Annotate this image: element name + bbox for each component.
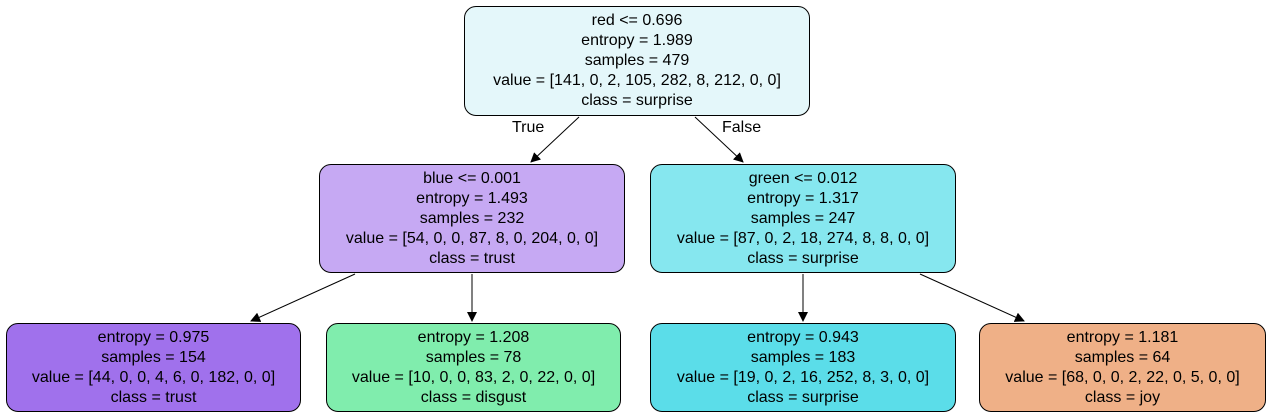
tree-node-root: red <= 0.696 entropy = 1.989 samples = 4… <box>464 6 810 116</box>
node-samples: samples = 183 <box>750 348 856 366</box>
node-entropy: entropy = 0.975 <box>97 328 210 346</box>
edge-left-leftleft <box>250 273 356 322</box>
edge-root-left <box>530 116 580 163</box>
tree-leaf-left-right: entropy = 1.208 samples = 78 value = [10… <box>326 323 621 412</box>
node-class: class = surprise <box>581 92 693 109</box>
node-value: value = [141, 0, 2, 105, 282, 8, 212, 0,… <box>493 72 781 89</box>
node-value: value = [19, 0, 2, 16, 252, 8, 3, 0, 0] <box>676 368 930 386</box>
node-class: class = joy <box>1084 388 1161 406</box>
tree-leaf-right-right: entropy = 1.181 samples = 64 value = [68… <box>979 323 1266 412</box>
node-entropy: entropy = 1.989 <box>581 32 693 49</box>
node-class: class = trust <box>429 249 515 267</box>
node-entropy: entropy = 0.943 <box>747 328 859 346</box>
node-entropy: entropy = 1.317 <box>747 189 859 207</box>
node-samples: samples = 64 <box>1074 348 1171 366</box>
tree-node-right: green <= 0.012 entropy = 1.317 samples =… <box>650 164 956 273</box>
node-value: value = [68, 0, 0, 2, 22, 0, 5, 0, 0] <box>1005 368 1240 386</box>
edge-right-rightright <box>919 273 1025 322</box>
tree-node-left: blue <= 0.001 entropy = 1.493 samples = … <box>319 164 625 273</box>
node-class: class = disgust <box>420 388 527 406</box>
node-entropy: entropy = 1.493 <box>416 189 528 207</box>
edge-label-false: False <box>722 119 762 136</box>
tree-leaf-right-left: entropy = 0.943 samples = 183 value = [1… <box>650 323 956 412</box>
node-class: class = trust <box>110 388 197 406</box>
node-value: value = [10, 0, 0, 83, 2, 0, 22, 0, 0] <box>351 368 596 386</box>
tree-leaf-left-left: entropy = 0.975 samples = 154 value = [4… <box>6 323 301 412</box>
node-class: class = surprise <box>747 388 859 406</box>
edge-label-true: True <box>512 119 545 136</box>
node-value: value = [87, 0, 2, 18, 274, 8, 8, 0, 0] <box>676 229 930 247</box>
node-samples: samples = 479 <box>584 52 690 69</box>
node-samples: samples = 232 <box>419 209 525 227</box>
node-split: green <= 0.012 <box>748 169 858 187</box>
node-samples: samples = 78 <box>425 348 522 366</box>
node-class: class = surprise <box>747 249 859 267</box>
node-value: value = [44, 0, 0, 4, 6, 0, 182, 0, 0] <box>31 368 276 386</box>
node-samples: samples = 154 <box>101 348 206 366</box>
node-entropy: entropy = 1.208 <box>417 328 530 346</box>
node-split: blue <= 0.001 <box>423 169 521 187</box>
node-value: value = [54, 0, 0, 87, 8, 0, 204, 0, 0] <box>345 229 599 247</box>
node-split: red <= 0.696 <box>591 12 683 29</box>
node-samples: samples = 247 <box>750 209 856 227</box>
edge-root-right <box>694 116 744 163</box>
node-entropy: entropy = 1.181 <box>1066 328 1179 346</box>
